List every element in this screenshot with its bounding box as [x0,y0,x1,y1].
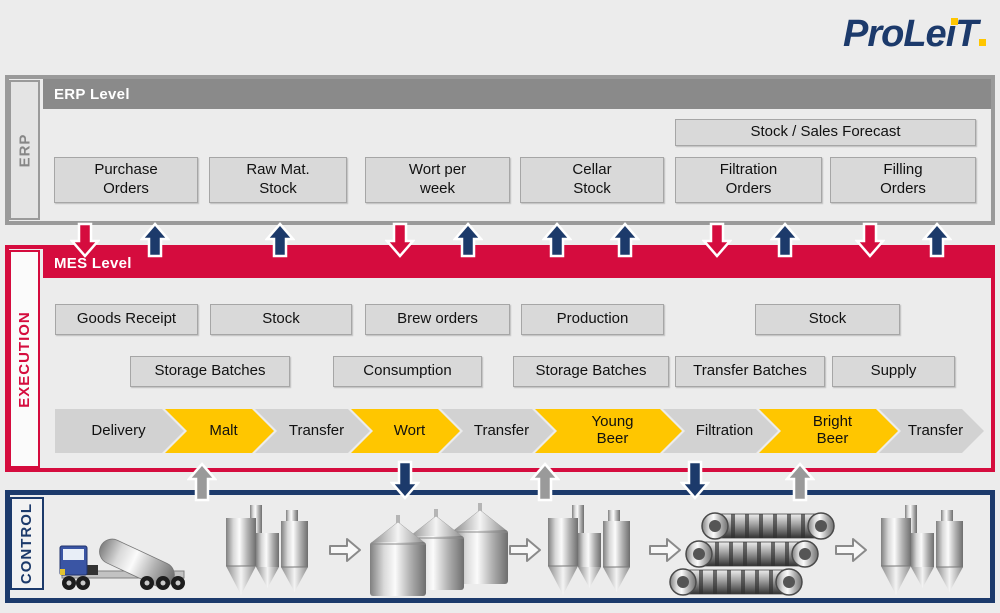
erp-box-purchase-orders: Purchase Orders [54,157,198,203]
erp-box-raw-mat-stock: Raw Mat. Stock [209,157,347,203]
erp-box-wort-per-week: Wort per week [365,157,510,203]
erp-box-cellar-stock: Cellar Stock [520,157,664,203]
down-arrow-icon [680,460,710,500]
erp-header-label: ERP Level [54,85,130,103]
erp-side-label: ERP [9,80,40,220]
filter-tanks-icon [669,512,835,596]
flow-arrow-icon [649,538,681,562]
mes-box-stock-2: Stock [755,304,900,335]
mes-box-consumption: Consumption [333,356,482,387]
mes-box-supply: Supply [832,356,955,387]
control-side-label: CONTROL [10,497,44,590]
up-arrow-icon [785,462,815,502]
erp-box-filtration-orders: Filtration Orders [675,157,822,203]
logo-text-i: ı [945,13,957,55]
mes-header-label: MES Level [54,255,132,272]
mes-box-stock-1: Stock [210,304,352,335]
up-arrow-icon [530,462,560,502]
down-arrow-icon [855,222,885,258]
control-equipment-graphic [59,502,964,597]
logo-text-t: T [955,13,978,55]
down-arrow-icon [390,460,420,500]
erp-box-stock-sales-forecast: Stock / Sales Forecast [675,119,976,146]
mes-box-storage-batches-1: Storage Batches [130,356,290,387]
erp-box-filling-orders: Filling Orders [830,157,976,203]
mes-header: MES Level [43,249,991,278]
flow-step-delivery: Delivery [55,409,184,453]
flow-arrow-icon [835,538,867,562]
down-arrow-icon [385,222,415,258]
up-arrow-icon [187,462,217,502]
logo-text-main: ProLe [843,13,947,55]
flow-arrow-icon [509,538,541,562]
up-arrow-icon [922,222,952,258]
up-arrow-icon [610,222,640,258]
up-arrow-icon [770,222,800,258]
truck-icon [59,538,185,590]
flow-arrow-icon [329,538,361,562]
flow-step-bright-beer: Bright Beer [759,409,898,453]
fermentation-silos-icon [547,504,631,596]
up-arrow-icon [265,222,295,258]
erp-header: ERP Level [43,79,991,109]
down-arrow-icon [702,222,732,258]
up-arrow-icon [453,222,483,258]
down-arrow-icon [70,222,100,258]
logo-yellow-i-dot-icon [950,18,958,25]
malt-silos-icon [225,504,309,596]
mes-box-storage-batches-2: Storage Batches [513,356,669,387]
storage-silos-icon [880,504,964,596]
brewhouse-tanks-icon [369,502,509,597]
mes-box-brew-orders: Brew orders [365,304,510,335]
mes-box-goods-receipt: Goods Receipt [55,304,198,335]
mes-side-label: EXECUTION [9,250,40,468]
flow-step-filtration: Filtration [663,409,778,453]
flow-step-young-beer: Young Beer [535,409,682,453]
mes-box-transfer-batches: Transfer Batches [675,356,825,387]
up-arrow-icon [542,222,572,258]
mes-box-production: Production [521,304,664,335]
logo-yellow-period-icon [979,39,987,46]
up-arrow-icon [140,222,170,258]
